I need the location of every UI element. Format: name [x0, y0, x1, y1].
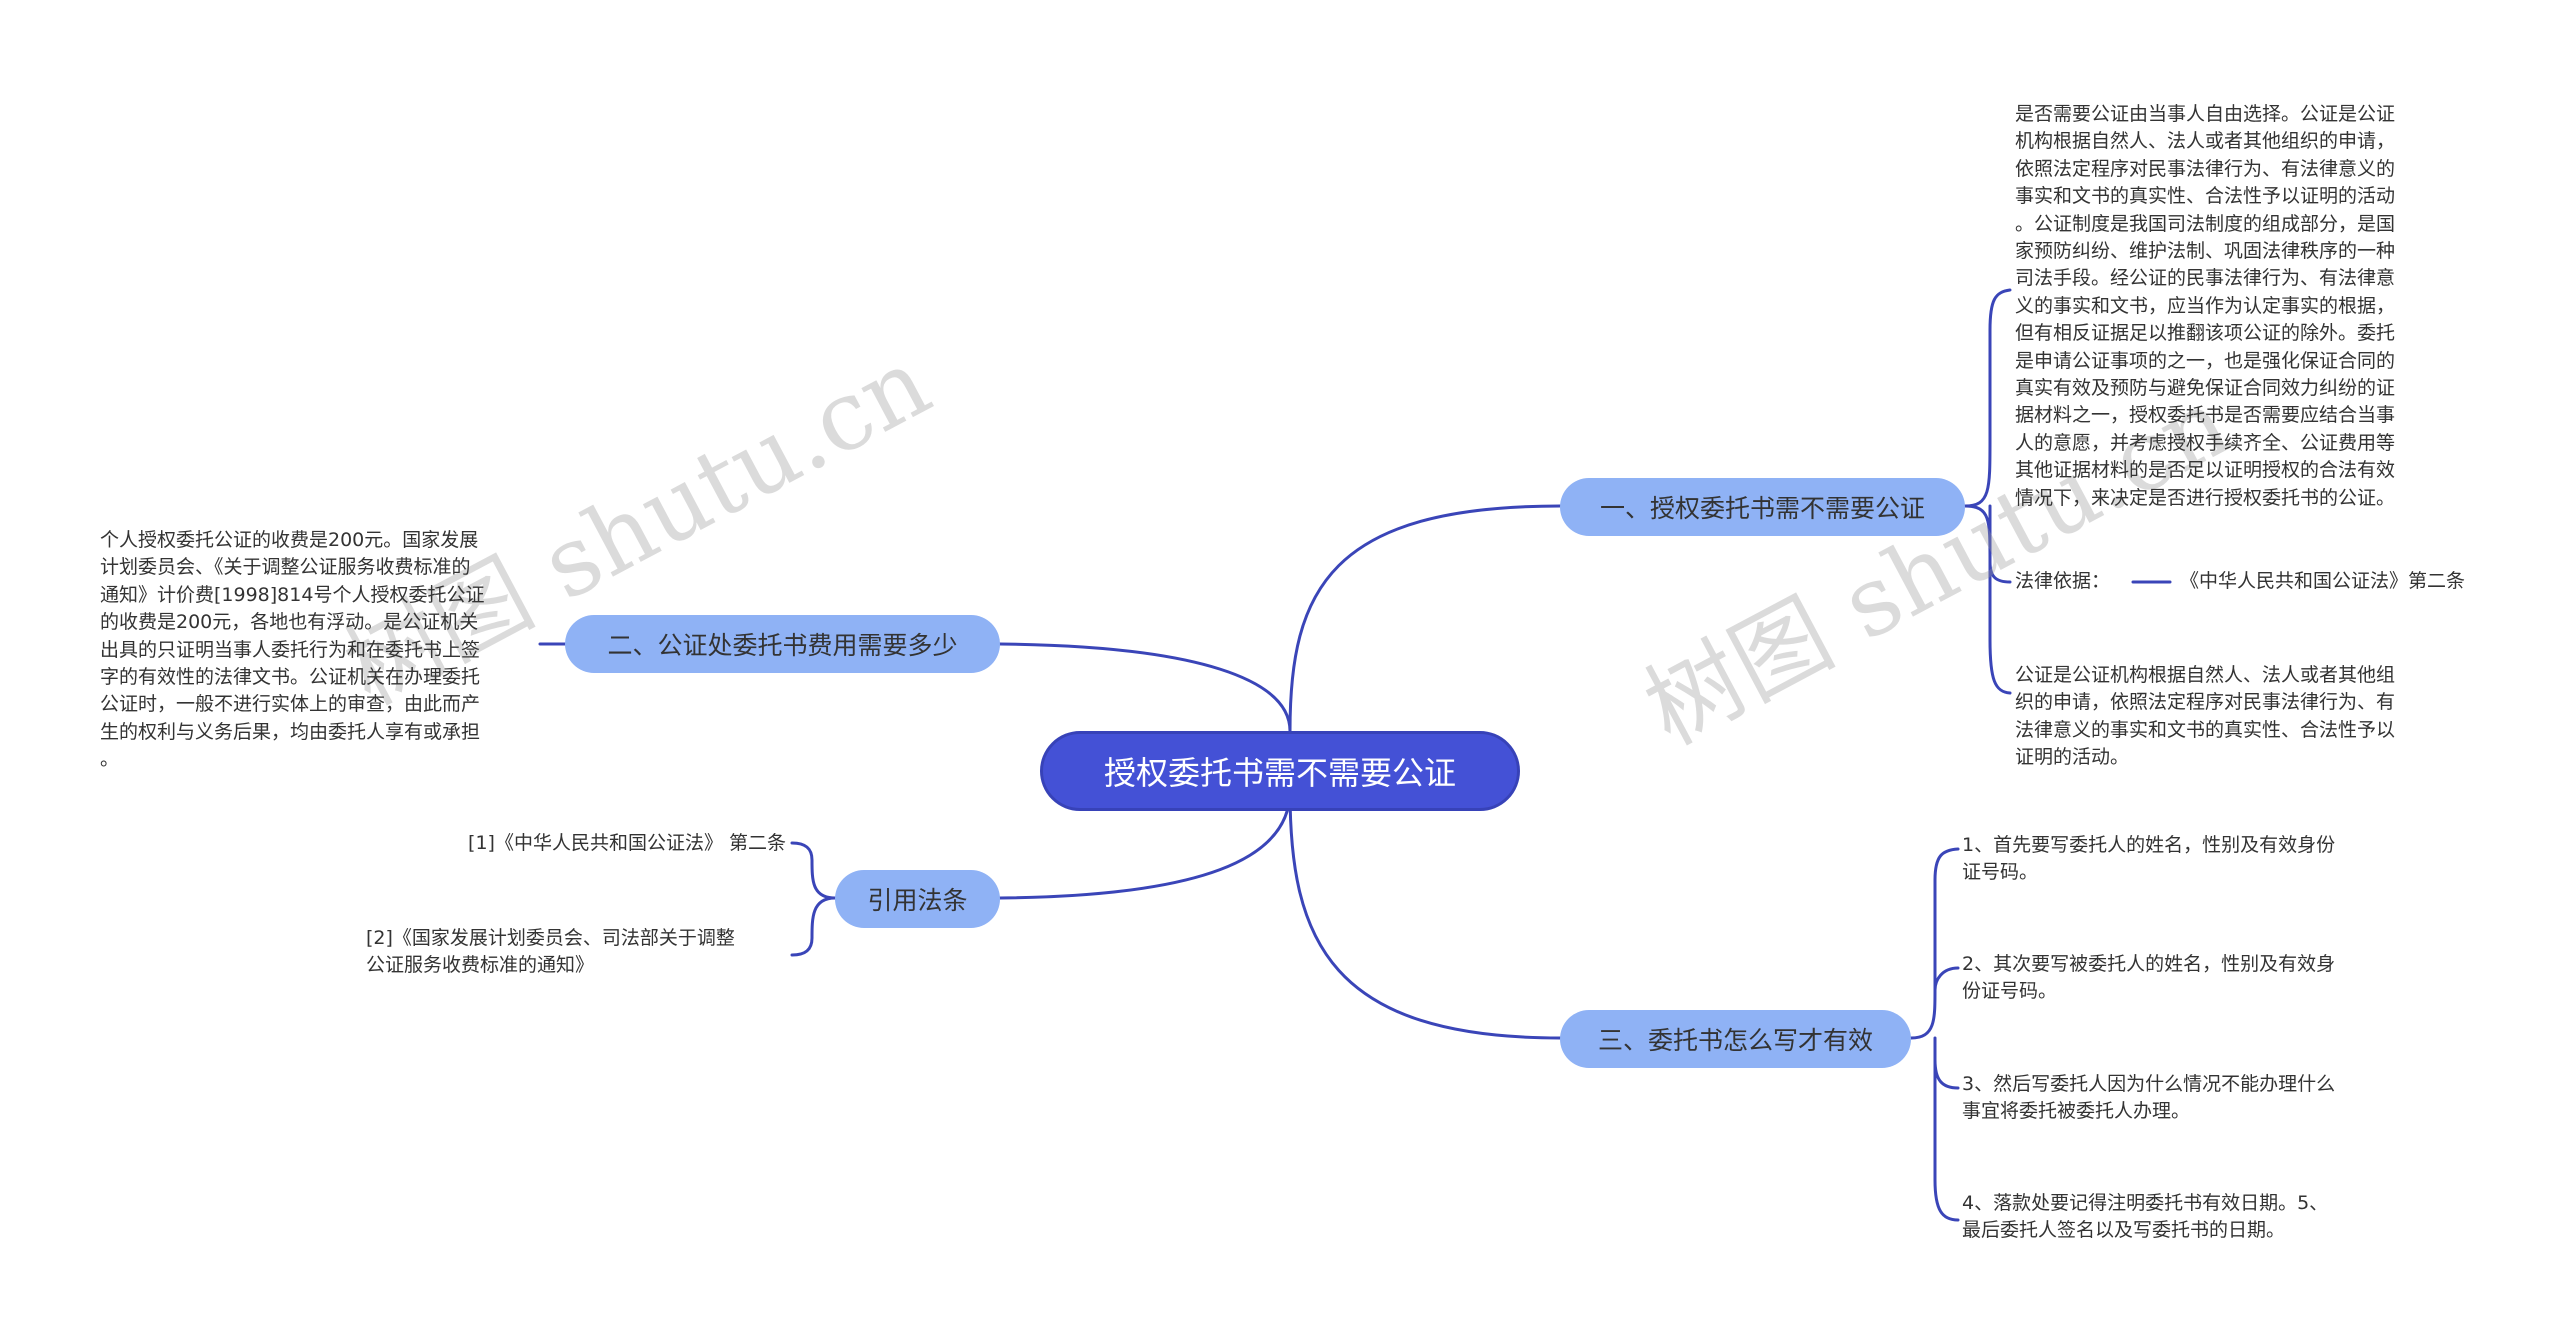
branch-need-notarization[interactable]: 一、授权委托书需不需要公证	[1560, 478, 1965, 536]
connector-b4-bracket	[790, 841, 837, 957]
text-line: 3、然后写委托人因为什么情况不能办理什么	[1962, 1073, 2336, 1095]
text-line: 通知》计价费[1998]814号个人授权委托公证	[100, 583, 485, 606]
text-line: 家预防纠纷、维护法制、巩固法律秩序的一种	[2015, 240, 2396, 263]
leaf-b3-step-2[interactable]: 2、其次要写被委托人的姓名，性别及有效身 份证号码。	[1962, 951, 2335, 1006]
text-line: 《中华人民共和国公证法》第二条	[2180, 570, 2466, 592]
leaf-b3-step-4[interactable]: 4、落款处要记得注明委托书有效日期。5、 最后委托人签名以及写委托书的日期。	[1962, 1190, 2328, 1245]
text-line: 司法手段。经公证的民事法律行为、有法律意	[2015, 267, 2396, 290]
text-line: 真实有效及预防与避免保证合同效力纠纷的证	[2015, 377, 2396, 400]
text-line: 据材料之一，授权委托书是否需要应结合当事	[2015, 404, 2396, 427]
text-line: 但有相反证据足以推翻该项公证的除外。委托	[2015, 322, 2396, 345]
text-line: 法律依据：	[2015, 570, 2111, 592]
text-line: [2]《国家发展计划委员会、司法部关于调整	[366, 927, 735, 949]
text-line: 证明的活动。	[2015, 746, 2130, 769]
text-line: 情况下，来决定是否进行授权委托书的公证。	[2015, 486, 2396, 509]
connector-b1-bracket	[1963, 288, 2012, 695]
text-line: 。	[100, 748, 120, 771]
text-line: 证号码。	[1962, 861, 2039, 884]
leaf-b4-ref-2[interactable]: [2]《国家发展计划委员会、司法部关于调整 公证服务收费标准的通知》	[366, 925, 735, 980]
text-line: 是否需要公证由当事人自由选择。公证是公证	[2015, 103, 2396, 125]
text-line: 字的有效性的法律文书。公证机关在办理委托	[100, 666, 481, 689]
text-line: 公证时，一般不进行实体上的审查，由此而产	[100, 693, 481, 716]
connector-root-b1	[1288, 504, 1562, 733]
text-line: 。公证制度是我国司法制度的组成部分，是国	[2015, 212, 2396, 235]
text-line: 是申请公证事项的之一，也是强化保证合同的	[2015, 349, 2396, 372]
text-line: 人的意愿，并考虑授权手续齐全、公证费用等	[2015, 431, 2396, 454]
connector-root-b2	[998, 642, 1292, 733]
connector-b3-bracket	[1909, 847, 1960, 1222]
text-line: 出具的只证明当事人委托行为和在委托书上签	[100, 638, 481, 661]
root-topic-label: 授权委托书需不需要公证	[1103, 754, 1456, 792]
text-line: 公证服务收费标准的通知》	[366, 954, 595, 977]
leaf-b4-ref-1[interactable]: [1]《中华人民共和国公证法》 第二条	[468, 830, 786, 857]
branch-label: 二、公证处委托书费用需要多少	[607, 631, 958, 660]
text-line: 法律意义的事实和文书的真实性、合法性予以	[2015, 718, 2396, 741]
leaf-b2-fee-details[interactable]: 个人授权委托公证的收费是200元。国家发展 计划委员会、《关于调整公证服务收费标…	[100, 527, 484, 774]
leaf-b1-definition[interactable]: 公证是公证机构根据自然人、法人或者其他组 织的申请，依照法定程序对民事法律行为、…	[2015, 662, 2395, 772]
text-line: 事实和文书的真实性、合法性予以证明的活动	[2015, 185, 2396, 208]
leaf-b1-explanation[interactable]: 是否需要公证由当事人自由选择。公证是公证 机构根据自然人、法人或者其他组织的申请…	[2015, 101, 2395, 512]
text-line: 4、落款处要记得注明委托书有效日期。5、	[1962, 1192, 2329, 1214]
text-line: 事宜将委托被委托人办理。	[1962, 1100, 2191, 1123]
leaf-b1-legal-label[interactable]: 法律依据：	[2015, 568, 2110, 595]
connector-root-b4	[998, 789, 1292, 900]
branch-how-to-write[interactable]: 三、委托书怎么写才有效	[1560, 1010, 1911, 1068]
text-line: 份证号码。	[1962, 980, 2058, 1003]
text-line: 义的事实和文书，应当作为认定事实的根据，	[2015, 294, 2396, 317]
branch-label: 三、委托书怎么写才有效	[1597, 1026, 1873, 1055]
text-line: 生的权利与义务后果，均由委托人享有或承担	[100, 720, 481, 743]
leaf-b3-step-1[interactable]: 1、首先要写委托人的姓名，性别及有效身份 证号码。	[1962, 832, 2335, 887]
text-line: 计划委员会、《关于调整公证服务收费标准的	[100, 556, 471, 579]
text-line: 1、首先要写委托人的姓名，性别及有效身份	[1962, 834, 2336, 856]
branch-notary-fee[interactable]: 二、公证处委托书费用需要多少	[565, 615, 1000, 673]
leaf-b1-legal-ref[interactable]: 《中华人民共和国公证法》第二条	[2180, 568, 2465, 595]
text-line: 织的申请，依照法定程序对民事法律行为、有	[2015, 691, 2396, 714]
branch-cited-laws[interactable]: 引用法条	[835, 870, 1000, 928]
text-line: 个人授权委托公证的收费是200元。国家发展	[100, 529, 479, 551]
connector-root-b3	[1288, 789, 1562, 1040]
branch-label: 一、授权委托书需不需要公证	[1599, 494, 1925, 523]
text-line: 机构根据自然人、法人或者其他组织的申请，	[2015, 130, 2396, 153]
branch-label: 引用法条	[867, 886, 968, 915]
root-topic[interactable]: 授权委托书需不需要公证	[1040, 731, 1520, 811]
text-line: 的收费是200元，各地也有浮动。是公证机关	[100, 611, 479, 634]
text-line: 依照法定程序对民事法律行为、有法律意义的	[2015, 157, 2396, 180]
text-line: 最后委托人签名以及写委托书的日期。	[1962, 1219, 2286, 1242]
text-line: 其他证据材料的是否足以证明授权的合法有效	[2015, 459, 2396, 482]
text-line: 2、其次要写被委托人的姓名，性别及有效身	[1962, 953, 2336, 975]
text-line: 公证是公证机构根据自然人、法人或者其他组	[2015, 664, 2396, 686]
leaf-b3-step-3[interactable]: 3、然后写委托人因为什么情况不能办理什么 事宜将委托被委托人办理。	[1962, 1071, 2335, 1126]
text-line: [1]《中华人民共和国公证法》 第二条	[468, 832, 786, 854]
